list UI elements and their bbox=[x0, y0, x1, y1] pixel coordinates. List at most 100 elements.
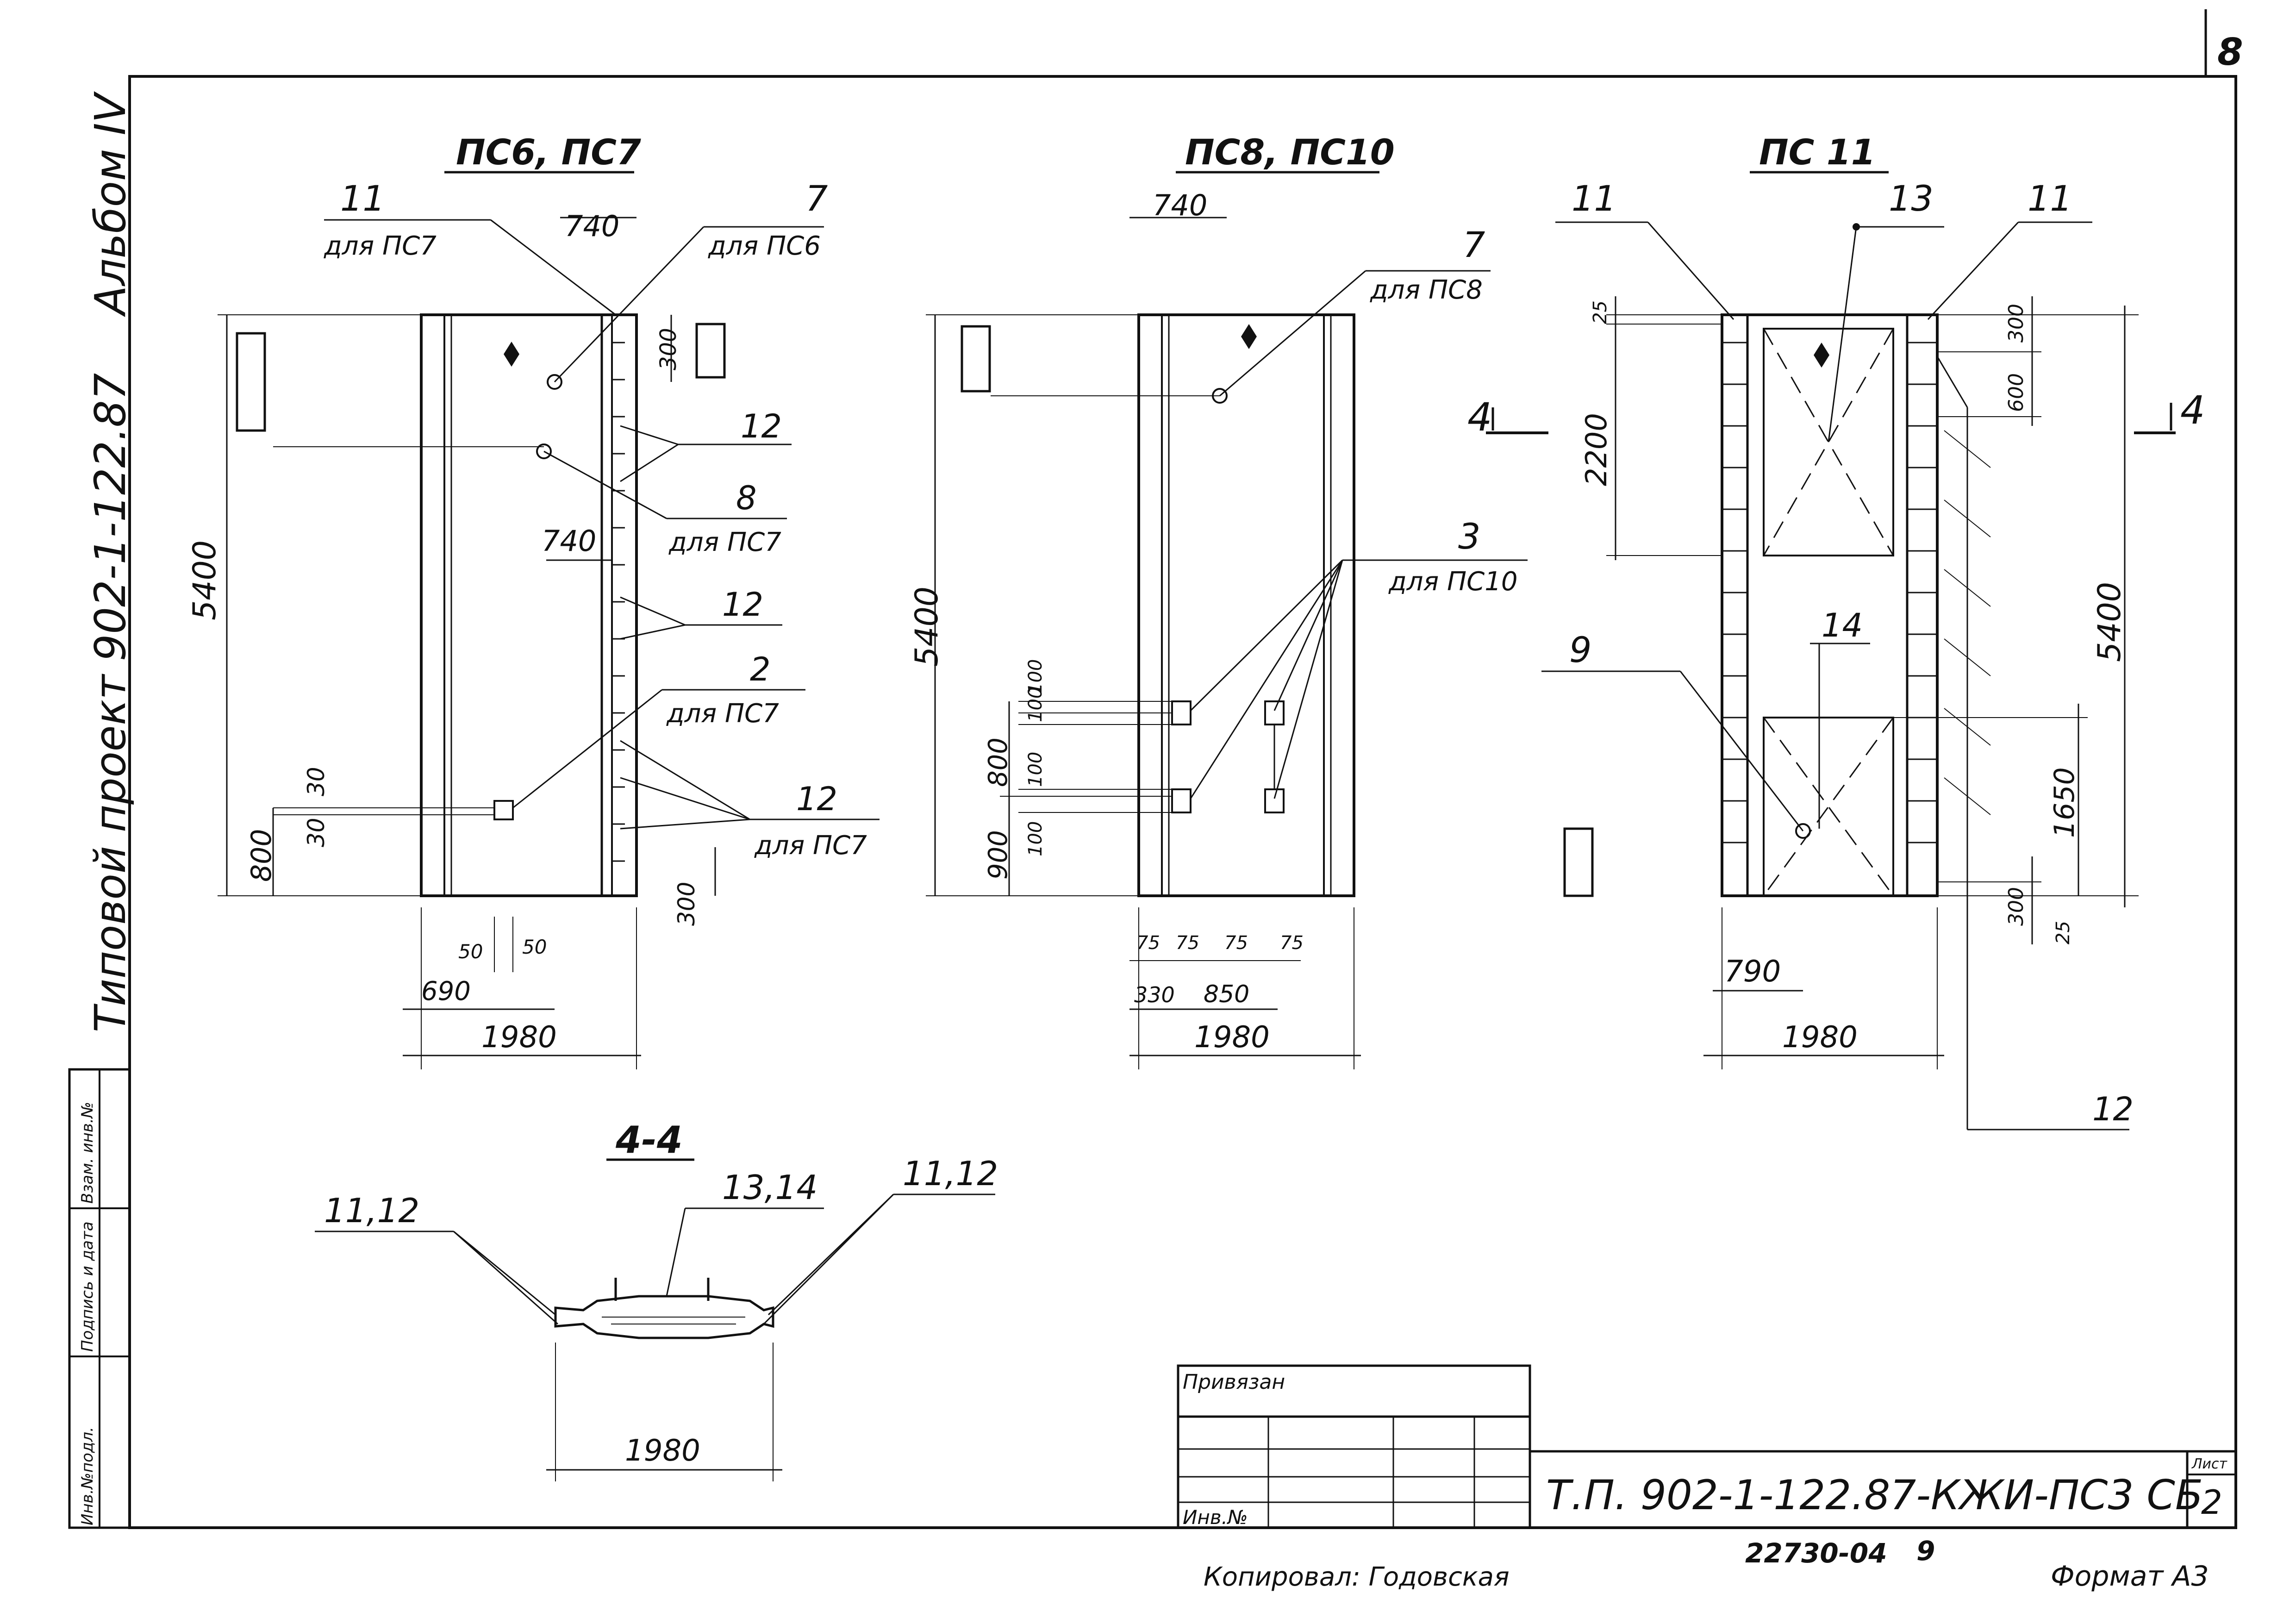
project-label: Типовой проект 902-1-122.87 bbox=[86, 373, 135, 1032]
p3-opening-bottom bbox=[1763, 717, 1894, 897]
panel-pc11: ПС 11 25 2200 300 600 5400 bbox=[1467, 131, 2205, 1131]
p1-title: ПС6, ПС7 bbox=[456, 131, 641, 173]
p2-dim-75d: 75 bbox=[1280, 932, 1304, 954]
p1-dim-1980: 1980 bbox=[481, 1020, 557, 1055]
p3-lifting-mark-icon bbox=[1814, 343, 1829, 368]
drawing-code: Т.П. 902-1-122.87-КЖИ-ПС3 СБ bbox=[1546, 1471, 2203, 1519]
p2-dim-740: 740 bbox=[1153, 188, 1207, 222]
p3-hole bbox=[1795, 823, 1811, 839]
section-dim-1980: 1980 bbox=[625, 1434, 700, 1468]
p2-title: ПС8, ПС10 bbox=[1185, 131, 1395, 173]
p1-callout-7: 7 bbox=[805, 178, 828, 219]
p2-dim-75a: 75 bbox=[1136, 932, 1160, 954]
p3-callout-11a: 11 bbox=[1572, 178, 1616, 219]
p1-callout-8-note: для ПС7 bbox=[668, 527, 781, 557]
section-callout-right: 11,12 bbox=[903, 1154, 998, 1193]
p2-callout-7-note: для ПС8 bbox=[1370, 275, 1483, 305]
p3-callout-9: 9 bbox=[1569, 629, 1591, 670]
p2-dim-75b: 75 bbox=[1176, 932, 1199, 954]
left-stamp-columns: Инв.№подл. Подпись и дата Взам. инв.№ bbox=[68, 1068, 131, 1529]
p2-dim-75c: 75 bbox=[1224, 932, 1248, 954]
p2-dim-100c: 100 bbox=[1025, 752, 1046, 787]
format-label: Формат А3 bbox=[2051, 1560, 2209, 1593]
p1-dim-690: 690 bbox=[421, 976, 471, 1006]
p1-dim-height: 5400 bbox=[187, 540, 223, 620]
section-callout-mid: 13,14 bbox=[722, 1168, 817, 1207]
p2-dim-850: 850 bbox=[1204, 981, 1249, 1008]
p3-dim-2200: 2200 bbox=[1579, 413, 1613, 486]
sheet-label: Лист bbox=[2191, 1456, 2228, 1472]
sheet-frame bbox=[128, 75, 2237, 1529]
p3-callout-11b: 11 bbox=[2028, 178, 2072, 219]
p3-callout-14: 14 bbox=[1822, 606, 1863, 644]
p1-dim-740-top: 740 bbox=[565, 209, 619, 243]
sheet-number: 2 bbox=[2201, 1483, 2222, 1522]
p2-dim-100d: 100 bbox=[1025, 821, 1046, 856]
p2-callout-7: 7 bbox=[1463, 224, 1485, 265]
p3-callout-12: 12 bbox=[2092, 1090, 2134, 1128]
p1-dim-300-bot: 300 bbox=[673, 882, 700, 926]
p2-body bbox=[1137, 313, 1355, 897]
p1-dim-50a: 50 bbox=[458, 940, 483, 963]
p1-body bbox=[420, 313, 638, 897]
p1-dim-300-top: 300 bbox=[655, 328, 681, 370]
p1-dim-50b: 50 bbox=[522, 936, 547, 958]
p3-dim-25top: 25 bbox=[1590, 300, 1611, 324]
p2-dim-800: 800 bbox=[983, 737, 1013, 787]
p1-dim-800: 800 bbox=[245, 829, 278, 882]
stamp-col-3: Взам. инв.№ bbox=[78, 1102, 97, 1204]
p3-dim-1980: 1980 bbox=[1782, 1020, 1858, 1055]
copied-by: Копировал: Годовская bbox=[1204, 1562, 1510, 1592]
album-label: Альбом IV bbox=[86, 91, 135, 317]
p3-dim-600: 600 bbox=[2004, 373, 2028, 412]
p1-callout-2-note: для ПС7 bbox=[666, 699, 779, 729]
p1-callout-11: 11 bbox=[340, 178, 385, 219]
p1-callout-8: 8 bbox=[736, 479, 757, 517]
p1-callout-12c: 12 bbox=[796, 780, 837, 818]
p1-callout-12b: 12 bbox=[722, 586, 763, 624]
p1-callout-11-note: для ПС7 bbox=[324, 231, 437, 261]
p1-lifting-mark-icon bbox=[504, 342, 519, 367]
p2-dim-1980: 1980 bbox=[1194, 1020, 1270, 1055]
p2-dim-900: 900 bbox=[983, 830, 1013, 880]
panel-pc8-pc10: ПС8, ПС10 5400 800 900 100 100 100 100 bbox=[909, 131, 1528, 1069]
p2-callout-3-note: для ПС10 bbox=[1388, 567, 1517, 597]
p1-hole-mid bbox=[536, 443, 552, 459]
inv-label: Инв.№ bbox=[1183, 1506, 1248, 1529]
p3-opening-top bbox=[1763, 328, 1894, 556]
p2-dim-100b: 100 bbox=[1025, 687, 1046, 722]
p2-callout-3: 3 bbox=[1458, 516, 1480, 557]
privyazan-label: Привязан bbox=[1183, 1370, 1285, 1394]
p3-dim-25bot: 25 bbox=[2053, 921, 2074, 944]
stamp-number: 22730-04 bbox=[1745, 1537, 1887, 1569]
p3-title: ПС 11 bbox=[1759, 131, 1876, 173]
p1-callout-12a: 12 bbox=[741, 407, 782, 445]
p1-hole-top bbox=[547, 374, 562, 390]
section-title: 4-4 bbox=[615, 1118, 683, 1162]
p3-dim-1650: 1650 bbox=[2048, 767, 2081, 838]
p1-dim-30a: 30 bbox=[303, 767, 330, 796]
p2-dim-100a: 100 bbox=[1025, 659, 1046, 694]
p2-dim-330: 330 bbox=[1134, 982, 1175, 1007]
p1-callout-2: 2 bbox=[750, 650, 771, 688]
p3-dim-790: 790 bbox=[1724, 955, 1781, 989]
section-4-4: 4-4 11,12 13,14 11,12 1980 bbox=[315, 1118, 998, 1481]
section-profile bbox=[554, 1295, 774, 1339]
p3-dim-300top: 300 bbox=[2004, 304, 2028, 343]
stamp-suffix: 9 bbox=[1916, 1535, 1935, 1567]
stamp-col-1: Инв.№подл. bbox=[78, 1427, 97, 1525]
p3-callout-13: 13 bbox=[1889, 178, 1934, 219]
stamp-col-2: Подпись и дата bbox=[78, 1221, 97, 1352]
section-mark-right: 4 bbox=[2180, 387, 2205, 433]
p1-callout-7-note: для ПС6 bbox=[708, 231, 821, 261]
p3-dim-5400: 5400 bbox=[2091, 582, 2128, 662]
p1-dim-30b: 30 bbox=[303, 818, 330, 847]
title-block: Привязан Инв.№ Т.П. 902-1-122.87-КЖИ-ПС3… bbox=[1177, 1364, 2237, 1529]
panel-pc6-pc7: ПС6, ПС7 5400 800 30 30 740 740 bbox=[187, 131, 880, 1069]
p1-embed bbox=[493, 800, 514, 820]
p2-lifting-mark-icon bbox=[1241, 324, 1257, 349]
page-number: 8 bbox=[2217, 31, 2243, 74]
p1-callout-12c-note: для ПС7 bbox=[754, 831, 867, 861]
